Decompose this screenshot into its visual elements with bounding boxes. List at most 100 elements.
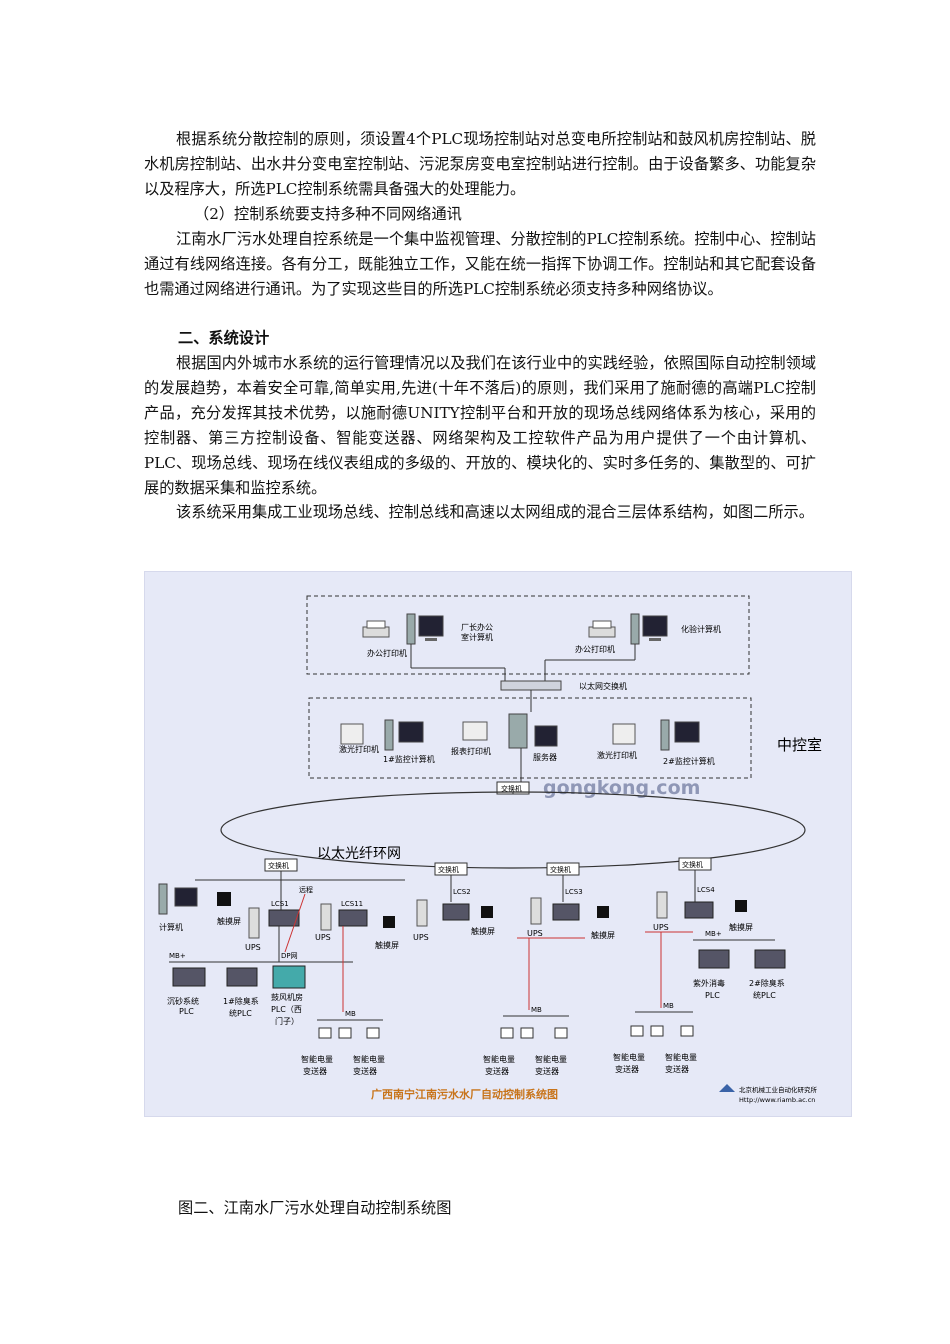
meter-label-4: 智能电量	[535, 1054, 567, 1064]
ups-3-icon	[416, 899, 428, 927]
sand-plc-label: 沉砂系统	[167, 996, 199, 1006]
ethernet-switch-icon	[500, 680, 562, 691]
uv-label: 紫外消毒	[693, 978, 725, 988]
meter-8-icon	[650, 1025, 664, 1037]
computer-label: 计算机	[159, 922, 183, 932]
sand-plc-icon	[172, 967, 206, 987]
lcs11-plc-icon	[338, 909, 368, 927]
meter-label-1b: 变送器	[303, 1066, 327, 1076]
monitor-pc-1-icon	[384, 719, 424, 751]
meter-2-icon	[338, 1027, 352, 1039]
ring-switch-3-label: 交换机	[550, 865, 571, 874]
meter-label-1: 智能电量	[301, 1054, 333, 1064]
touch-screen-2-icon	[383, 916, 395, 928]
meter-label-3: 智能电量	[483, 1054, 515, 1064]
mb-label-3: MB	[663, 1002, 674, 1010]
ups-label: UPS	[245, 943, 261, 952]
server-label: 服务器	[533, 752, 557, 762]
paragraph-4: 根据国内外城市水系统的运行管理情况以及我们在该行业中的实践经验，依照国际自动控制…	[144, 354, 816, 497]
meter-4-icon	[500, 1027, 514, 1039]
touch-screen-3-icon	[481, 906, 493, 918]
mbplus-label: MB+	[169, 952, 186, 960]
mb-label-2: MB	[531, 1006, 542, 1014]
meter-label-2b: 变送器	[353, 1066, 377, 1076]
deodor2-label-2: 统PLC	[753, 990, 776, 1000]
lcs3-label: LCS3	[565, 888, 583, 896]
office-printer-label: 办公打印机	[367, 648, 407, 658]
uv-plc-icon	[698, 949, 730, 969]
meter-7-icon	[630, 1025, 644, 1037]
office-zone	[306, 595, 750, 675]
mb-label-1: MB	[345, 1010, 356, 1018]
uv-label-2: PLC	[705, 991, 720, 1000]
lcs2-plc-icon	[442, 903, 470, 921]
figure-caption: 图二、江南水厂污水处理自动控制系统图	[178, 1199, 452, 1217]
meter-label-2: 智能电量	[353, 1054, 385, 1064]
report-printer-label: 报表打印机	[451, 746, 491, 756]
control-room-switch-label: 交换机	[501, 784, 522, 793]
touch-screen-4-label: 触摸屏	[591, 930, 615, 940]
remote-label: 远程	[299, 885, 313, 894]
lcs1-plc-icon	[268, 909, 300, 927]
lcs11-label: LCS11	[341, 900, 363, 908]
laser-printer-2-label: 激光打印机	[597, 750, 637, 760]
deodor2-plc-icon	[754, 949, 786, 969]
sand-plc-label-2: PLC	[179, 1007, 194, 1016]
ups-5-icon	[656, 891, 668, 919]
paragraph-3: 江南水厂污水处理自控系统是一个集中监视管理、分散控制的PLC控制系统。控制中心、…	[144, 230, 816, 298]
ring-label: 以太光纤环网	[317, 846, 401, 862]
meter-label-5: 智能电量	[613, 1052, 645, 1062]
ring-switch-4-label: 交换机	[682, 860, 703, 869]
touch-screen-label: 触摸屏	[217, 916, 241, 926]
ethernet-switch-label: 以太网交换机	[579, 681, 627, 691]
office-printer-icon	[588, 620, 616, 638]
deodor2-label: 2#除臭系	[749, 978, 785, 988]
touch-screen-5-label: 触摸屏	[729, 922, 753, 932]
control-room-label: 中控室	[777, 736, 822, 754]
control-room-zone	[308, 697, 752, 779]
ups-3-label: UPS	[413, 933, 429, 942]
institute-url: Http://www.riamb.ac.cn	[739, 1096, 815, 1104]
laser-printer-label: 激光打印机	[339, 744, 379, 754]
meter-label-4b: 变送器	[535, 1066, 559, 1076]
lab-pc-label: 化验计算机	[681, 624, 721, 634]
ups-5-label: UPS	[653, 923, 669, 932]
monitor-pc-2-icon	[660, 719, 700, 751]
office-printer-icon	[362, 620, 390, 638]
dp-label: DP网	[281, 952, 298, 960]
meter-9-icon	[680, 1025, 694, 1037]
lcs3-plc-icon	[552, 903, 580, 921]
paragraph-1: 根据系统分散控制的原则，须设置4个PLC现场控制站对总变电所控制站和鼓风机房控制…	[144, 130, 816, 198]
lcs2-label: LCS2	[453, 888, 471, 896]
blower-label-3: 门子）	[275, 1016, 299, 1026]
laser-printer-2-icon	[612, 723, 636, 745]
laser-printer-icon	[340, 723, 364, 745]
watermark: gongkong.com	[543, 777, 700, 799]
computer-icon	[158, 883, 198, 915]
ups-2-label: UPS	[315, 933, 331, 942]
lcs4-label: LCS4	[697, 886, 715, 894]
meter-label-6b: 变送器	[665, 1064, 689, 1074]
monitor-pc-2-label: 2#监控计算机	[663, 756, 715, 766]
touch-screen-4-icon	[597, 906, 609, 918]
ring-switch-1-label: 交换机	[268, 861, 289, 870]
lcs4-plc-icon	[684, 901, 714, 919]
mbplus-label-2: MB+	[705, 930, 722, 938]
lab-pc-icon	[630, 613, 668, 645]
office-pc-label: 厂长办公	[461, 622, 493, 632]
meter-label-5b: 变送器	[615, 1064, 639, 1074]
system-diagram: 厂长办公 室计算机 办公打印机 化验计算机 办公打印机 以太网交换机	[144, 571, 852, 1117]
server-icon	[508, 713, 558, 749]
deodor1-label: 1#除臭系	[223, 996, 259, 1006]
ring-switch-2-label: 交换机	[438, 865, 459, 874]
blower-label: 鼓风机房	[271, 992, 303, 1002]
ups-2-icon	[320, 903, 332, 931]
meter-5-icon	[520, 1027, 534, 1039]
meter-3-icon	[366, 1027, 380, 1039]
blower-label-2: PLC（西	[271, 1005, 302, 1014]
ups-4-icon	[530, 897, 542, 925]
office-pc-icon	[406, 613, 444, 645]
lcs1-label: LCS1	[271, 900, 289, 908]
monitor-pc-1-label: 1#监控计算机	[383, 754, 435, 764]
